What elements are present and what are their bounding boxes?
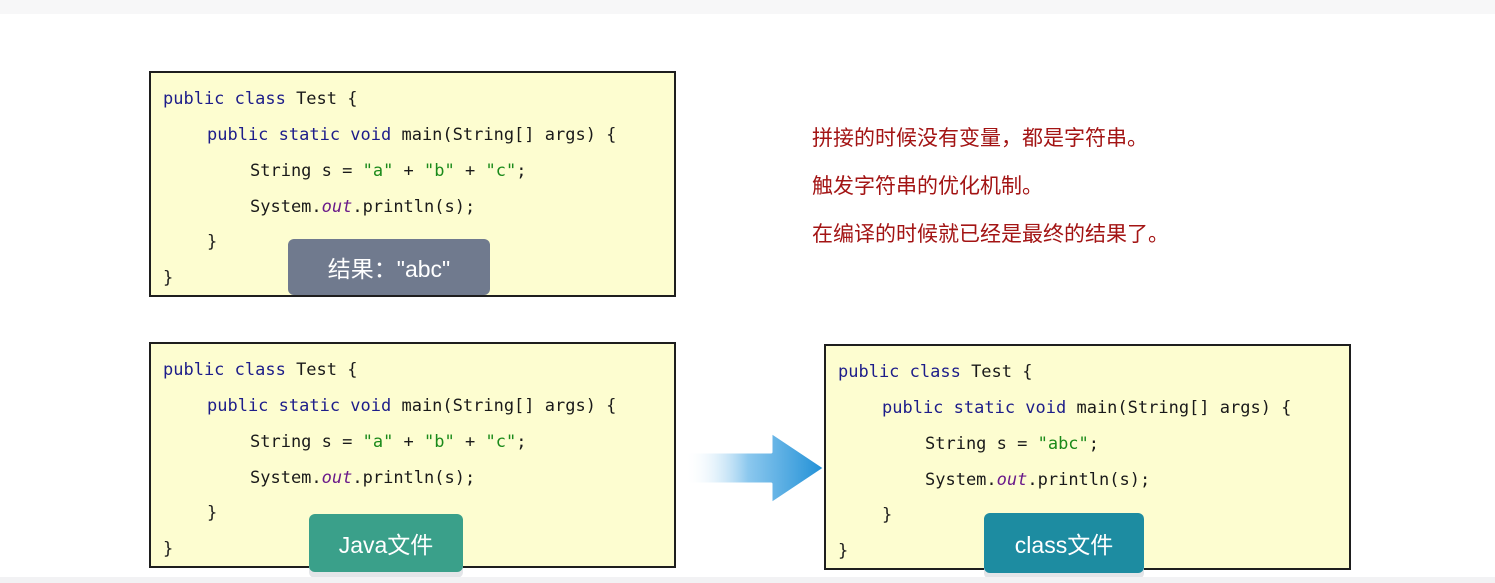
code-text: String s = [925,434,1038,454]
code-keyword: public class [163,89,286,109]
code-line-1: public class Test { [163,360,357,380]
code-text: ; [516,432,527,452]
code-string: "b" [424,432,455,452]
code-string: "a" [362,432,394,452]
code-text: .println(s); [352,468,476,488]
code-line-1: public class Test { [163,89,357,109]
code-string: "b" [424,161,455,181]
code-keyword: public static void [207,396,392,416]
code-text: + [393,432,425,452]
code-text: String s = [250,432,363,452]
code-text: System. [250,468,322,488]
code-line-5: } [207,232,218,252]
code-line-6: } [838,541,849,561]
top-strip [0,0,1495,14]
code-text: System. [925,470,997,490]
arrow-right-icon [685,430,827,506]
code-text: main(String[] args) { [391,396,617,416]
code-text: ; [516,161,527,181]
code-string: "a" [362,161,394,181]
code-line-4: System.out.println(s); [250,197,475,217]
code-line-3: String s = "abc"; [925,434,1099,454]
note-line-1: 拼接的时候没有变量，都是字符串。 [812,126,1148,150]
code-text: Test { [960,362,1033,382]
bottom-strip [0,577,1495,583]
code-line-1: public class Test { [838,362,1032,382]
code-line-2: public static void main(String[] args) { [882,398,1291,418]
code-keyword: public class [163,360,286,380]
code-line-6: } [163,268,174,288]
code-string: "c" [485,432,517,452]
code-text: main(String[] args) { [391,125,617,145]
code-field: out [996,470,1028,490]
code-keyword: public static void [207,125,392,145]
code-line-2: public static void main(String[] args) { [207,396,616,416]
code-line-4: System.out.println(s); [925,470,1150,490]
result-tag: 结果："abc" [288,239,490,295]
code-line-3: String s = "a" + "b" + "c"; [250,161,526,181]
code-text: Test { [285,360,358,380]
code-text: main(String[] args) { [1066,398,1292,418]
note-line-2: 触发字符串的优化机制。 [812,174,1043,198]
code-text: .println(s); [1027,470,1151,490]
class-file-tag: class文件 [984,513,1144,573]
code-box-java: public class Test { public static void m… [149,342,676,568]
code-text: System. [250,197,322,217]
code-line-5: } [207,503,218,523]
code-keyword: public static void [882,398,1067,418]
code-line-4: System.out.println(s); [250,468,475,488]
code-text: .println(s); [352,197,476,217]
code-text: ; [1088,434,1100,454]
code-field: out [321,197,353,217]
code-string: "abc" [1037,434,1089,454]
code-string: "c" [485,161,517,181]
code-text: String s = [250,161,363,181]
code-line-2: public static void main(String[] args) { [207,125,616,145]
code-text: + [454,432,486,452]
code-line-5: } [882,505,893,525]
code-line-6: } [163,539,174,559]
code-keyword: public class [838,362,961,382]
code-text: Test { [285,89,358,109]
note-line-3: 在编译的时候就已经是最终的结果了。 [812,222,1169,246]
code-field: out [321,468,353,488]
code-line-3: String s = "a" + "b" + "c"; [250,432,526,452]
code-text: + [454,161,486,181]
code-text: + [393,161,425,181]
java-file-tag: Java文件 [309,514,463,572]
